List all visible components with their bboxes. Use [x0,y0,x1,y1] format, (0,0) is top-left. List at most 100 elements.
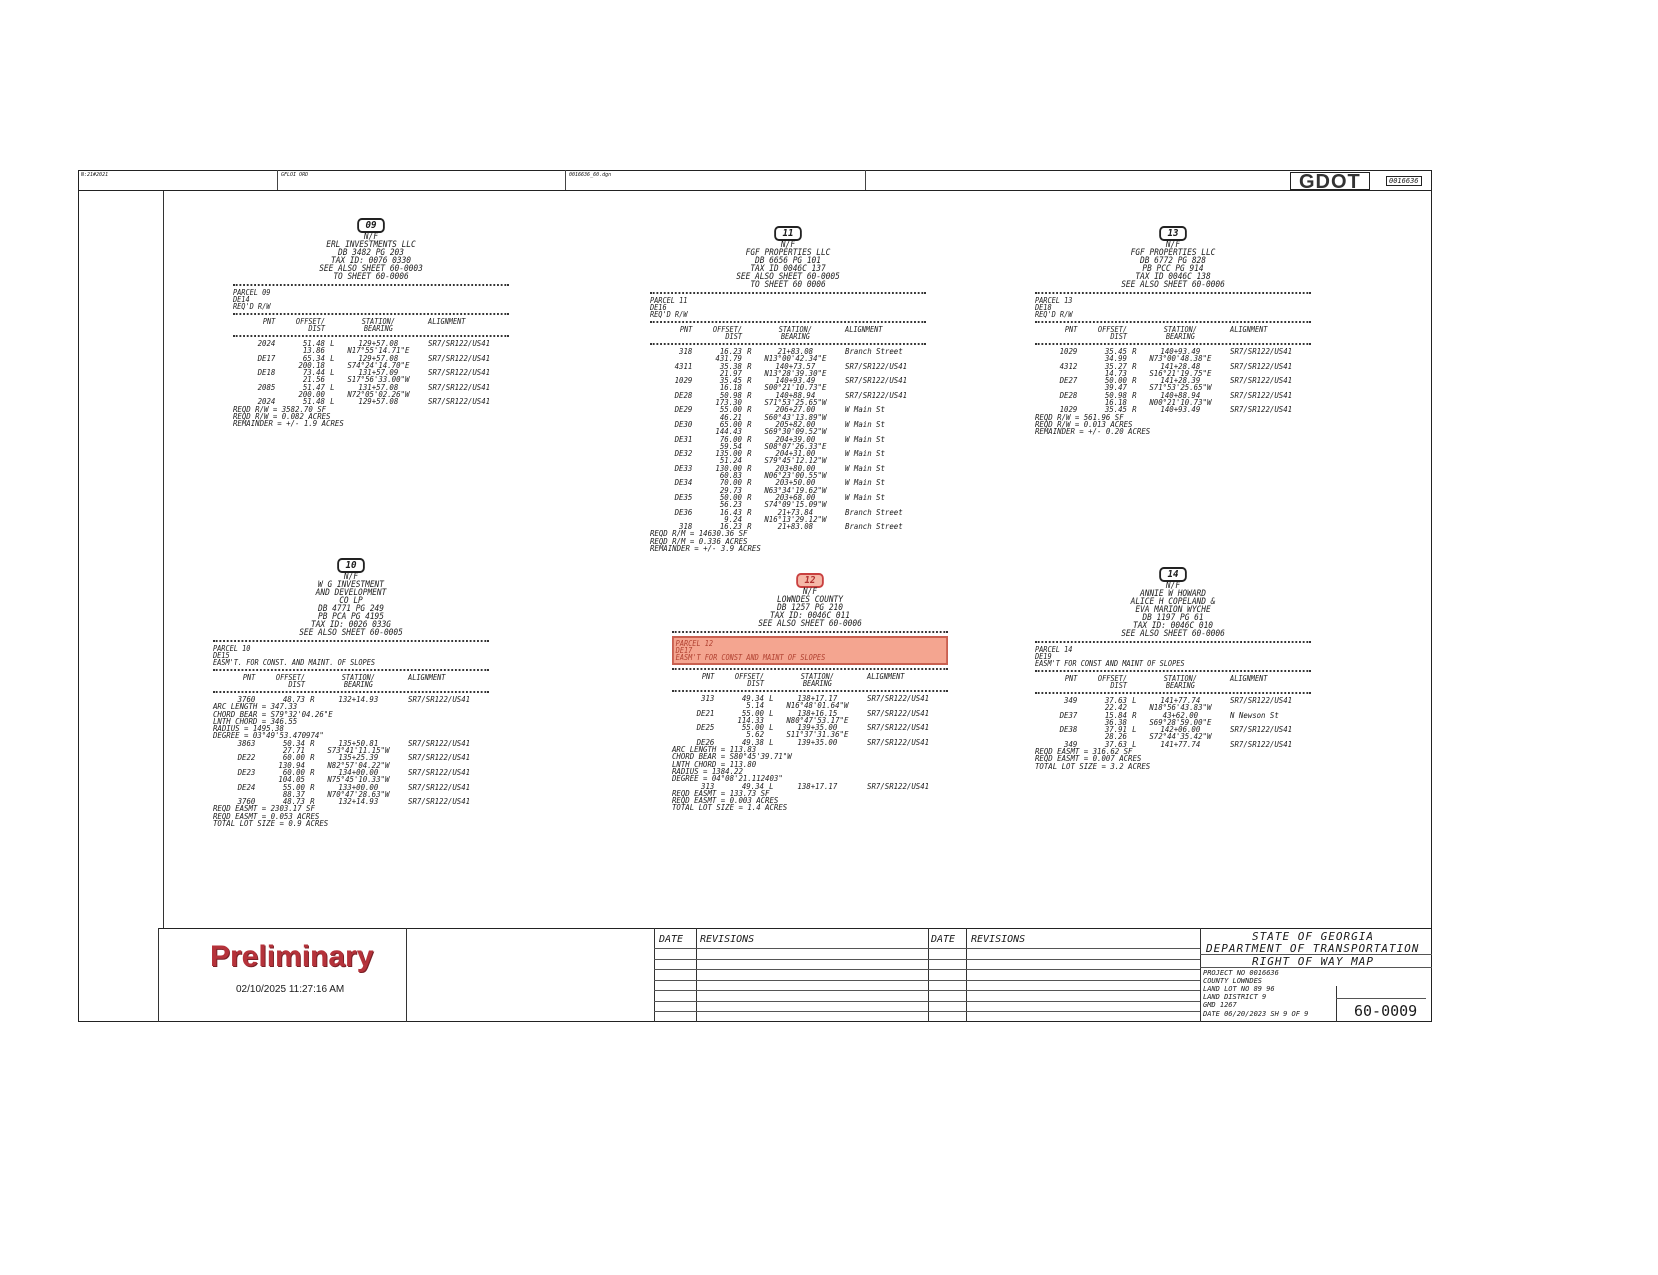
table-cell: DE28 [674,390,693,400]
table-cell: 139+35.00 [797,723,838,733]
land-lot: LAND LOT NO 89 96 [1203,985,1275,993]
table-cell: SR7/SR122/US41 [867,737,930,747]
curve-data: ARC LENGTH = 347.33 [213,702,298,712]
table-cell: N16°13'29.12"W [764,514,827,524]
owner-line: W G INVESTMENT [318,580,384,590]
table-cell: 21+73.84 [777,507,814,517]
side-header [764,673,779,687]
table-cell: 60.00 [282,767,305,777]
table-cell: R [1132,405,1137,415]
owner-line: FGF PROPERTIES LLC [1130,248,1216,258]
table-cell: DE36 [674,507,693,517]
table-cell: 1029 [674,376,693,386]
table-cell: R [747,419,752,429]
pnt-header: PNT [1064,674,1078,683]
table-cell: 3863 [237,738,256,748]
table-cell: R [1132,710,1137,720]
table-cell: 88.37 [282,789,305,799]
pnt-header: PNT [679,325,693,334]
map-type: RIGHT OF WAY MAP [1252,955,1374,968]
table-cell: 144.43 [715,427,742,437]
table-cell: N13°28'39.30"E [764,368,827,378]
table-cell: R [1132,361,1137,371]
table-cell: N13°00'42.34"E [764,354,827,364]
table-cell: DE17 [257,353,276,363]
table-cell: W Main St [845,449,885,459]
left-margin-line [163,191,164,928]
table-cell: R [747,405,752,415]
owner-line: PB PCC PG 914 [1142,264,1204,274]
table-cell: R [310,753,315,763]
table-cell: 140+73.57 [775,361,816,371]
owner-line: DB 6772 PG 828 [1140,256,1206,266]
table-cell: N06°23'00.55"W [764,471,827,481]
table-cell: S74°09'15.09"W [764,500,827,510]
table-cell: 9.24 [724,514,742,524]
table-cell: 65.34 [302,353,325,363]
owner-line: ERL INVESTMENTS LLC [326,240,416,250]
table-cell: W Main St [845,492,885,502]
parcel-heading-line: REQ'D R/W [650,310,688,319]
table-cell: SR7/SR122/US41 [1230,696,1293,705]
table-cell: 142+06.00 [1160,725,1201,735]
table-cell: S69°28'59.00"E [1149,717,1212,727]
table-cell: S71°53'25.65"W [1149,383,1212,393]
alignment-header: ALIGNMENT [867,672,905,681]
table-cell: 3760 [237,797,256,807]
table-cell: SR7/SR122/US41 [428,353,491,363]
parcel-heading-line: REQ'D R/W [1035,310,1073,319]
table-cell: SR7/SR122/US41 [845,376,908,386]
owner-line: N/F [780,240,796,250]
table-cell: L [769,737,774,747]
offset-label: OFFSET/ [734,672,764,681]
station-header: STATION/BEARING [757,325,834,341]
table-cell: 4311 [674,361,693,371]
station-label: STATION/ [1163,325,1197,334]
table-cell: SR7/SR122/US41 [1230,405,1293,415]
table-cell: DE28 [1059,390,1078,400]
parcel-number-tag: 13 [1159,226,1187,241]
revision-row-line [654,990,1200,991]
table-cell: W Main St [845,419,885,429]
header-cell: 0016636_60.dgn [566,170,866,190]
table-cell: 135.00 [715,449,742,459]
dotted-divider [672,631,948,633]
station-label: STATION/ [778,325,812,334]
table-cell: 35.45 [719,376,742,386]
table-cell: SR7/SR122/US41 [845,361,908,371]
sheet-number: 60-0009 [1354,1002,1418,1020]
dotted-divider [1035,292,1311,294]
table-cell: 16.18 [719,383,742,393]
station-header: STATION/BEARING [779,673,856,688]
table-cell: 55.00 [741,708,764,718]
parcel-number-tag: 09 [357,218,385,233]
table-cell: 431.79 [715,354,742,364]
table-cell: 349 [1064,739,1078,749]
table-cell: 27.71 [282,746,305,756]
table-cell: 39.47 [1104,383,1127,393]
table-cell: 37.63 [1104,696,1127,705]
table-cell: 59.54 [719,441,742,451]
table-cell: 141+28.48 [1160,361,1201,371]
summary-line: TOTAL LOT SIZE = 0.9 ACRES [213,819,329,829]
table-row: ARC LENGTH = 113.83 [672,745,948,753]
table-cell: DE23 [237,767,256,777]
side-header [1127,326,1142,340]
table-cell: 60.83 [719,471,742,481]
